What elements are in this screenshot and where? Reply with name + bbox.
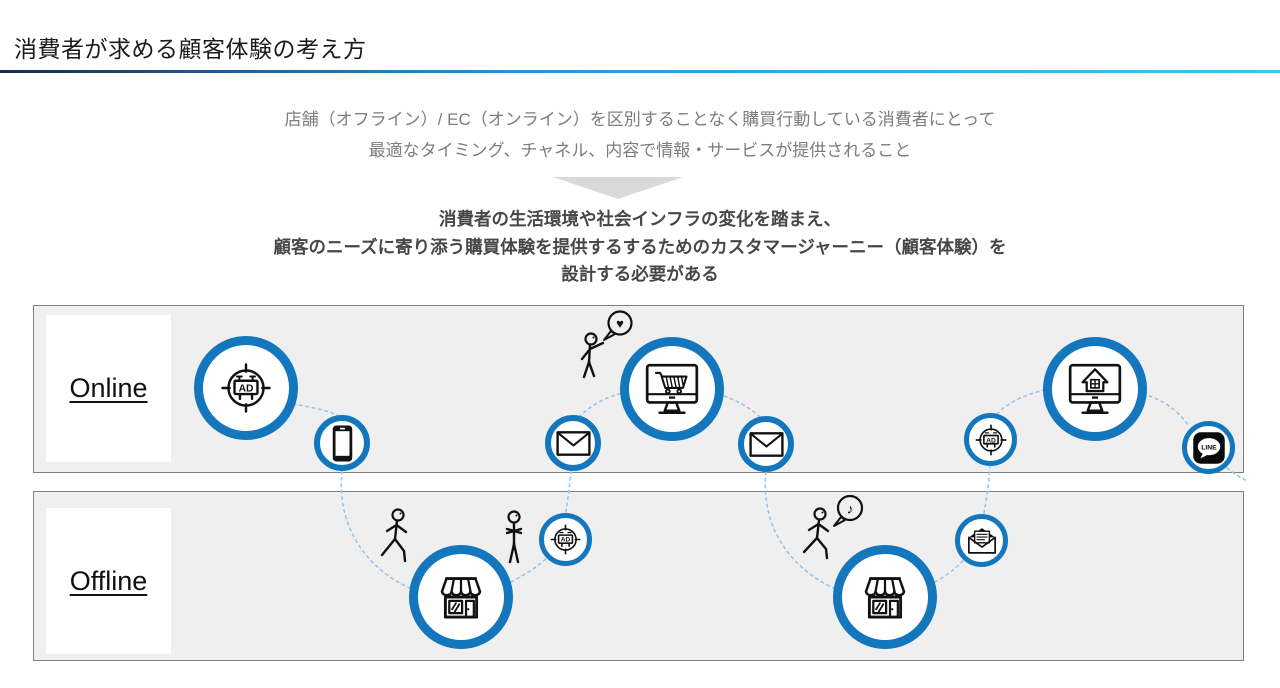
- line-label: LINE: [1201, 444, 1217, 451]
- node-store-1: [409, 545, 513, 649]
- premise-line-1: 店舗（オフライン）/ EC（オンライン）を区別することなく購買行動している消費者…: [284, 110, 996, 129]
- person-note-bubble-icon: ♪: [802, 494, 864, 560]
- open-mail-icon: [967, 528, 996, 554]
- walking-customer-figure-1: [368, 505, 430, 567]
- ad-label: AD: [561, 537, 571, 544]
- heart-glyph: ♥: [616, 316, 624, 331]
- conclusion-line-1: 消費者の生活環境や社会インフラの変化を踏まえ、: [439, 209, 841, 229]
- person-heart-bubble-icon: ♥: [580, 310, 633, 379]
- ec-home-monitor-icon: [1068, 363, 1122, 415]
- node-targeted-ad-small-online: AD: [964, 413, 1017, 466]
- walking-customer-figure-with-note-bubble: ♪: [782, 488, 882, 570]
- ad-label: AD: [239, 383, 254, 394]
- line-app-icon: LINE: [1192, 431, 1225, 464]
- store-icon: [440, 577, 482, 619]
- node-direct-mail: [955, 514, 1008, 567]
- ad-label: AD: [986, 437, 996, 444]
- offline-lane-label: Offline: [46, 508, 171, 654]
- premise-line-2: 最適なタイミング、チャネル、内容で情報・サービスが提供されること: [368, 141, 912, 160]
- node-line-app: LINE: [1182, 421, 1235, 474]
- node-email-1: [545, 415, 601, 471]
- title-underline-rule: [0, 70, 1280, 73]
- offline-lane: Offline: [33, 491, 1244, 661]
- node-targeted-ad-large: AD: [194, 336, 298, 440]
- targeted-ad-icon: AD: [550, 524, 581, 555]
- standing-customer-figure: [492, 508, 540, 572]
- targeted-ad-icon: AD: [975, 424, 1006, 455]
- node-smartphone: [314, 415, 370, 471]
- conclusion-line-2: 顧客のニーズに寄り添う購買体験を提供するするためのカスタマージャーニー（顧客体験…: [273, 236, 1007, 257]
- store-icon: [864, 577, 906, 619]
- smartphone-icon: [332, 425, 352, 461]
- conclusion-text: 消費者の生活環境や社会インフラの変化を踏まえ、 顧客のニーズに寄り添う購買体験を…: [0, 206, 1280, 289]
- node-ec-home-monitor: [1043, 337, 1147, 441]
- node-store-2: [833, 545, 937, 649]
- node-targeted-ad-small-offline: AD: [539, 513, 592, 566]
- node-ec-cart-monitor: [620, 337, 724, 441]
- walking-person-icon: [380, 508, 408, 563]
- customer-figure-with-heart-bubble: ♥: [560, 305, 645, 390]
- note-glyph: ♪: [847, 501, 854, 517]
- email-icon: [555, 430, 591, 456]
- page-title: 消費者が求める顧客体験の考え方: [14, 36, 367, 62]
- ec-cart-monitor-icon: [645, 363, 699, 415]
- node-email-2: [738, 416, 794, 472]
- premise-text: 店舗（オフライン）/ EC（オンライン）を区別することなく購買行動している消費者…: [0, 104, 1280, 166]
- email-icon: [748, 431, 784, 457]
- standing-person-icon: [505, 510, 523, 564]
- targeted-ad-icon: AD: [221, 363, 271, 413]
- online-lane-label: Online: [46, 315, 171, 462]
- down-arrow-icon: [553, 177, 683, 199]
- conclusion-line-3: 設計する必要がある: [561, 264, 719, 284]
